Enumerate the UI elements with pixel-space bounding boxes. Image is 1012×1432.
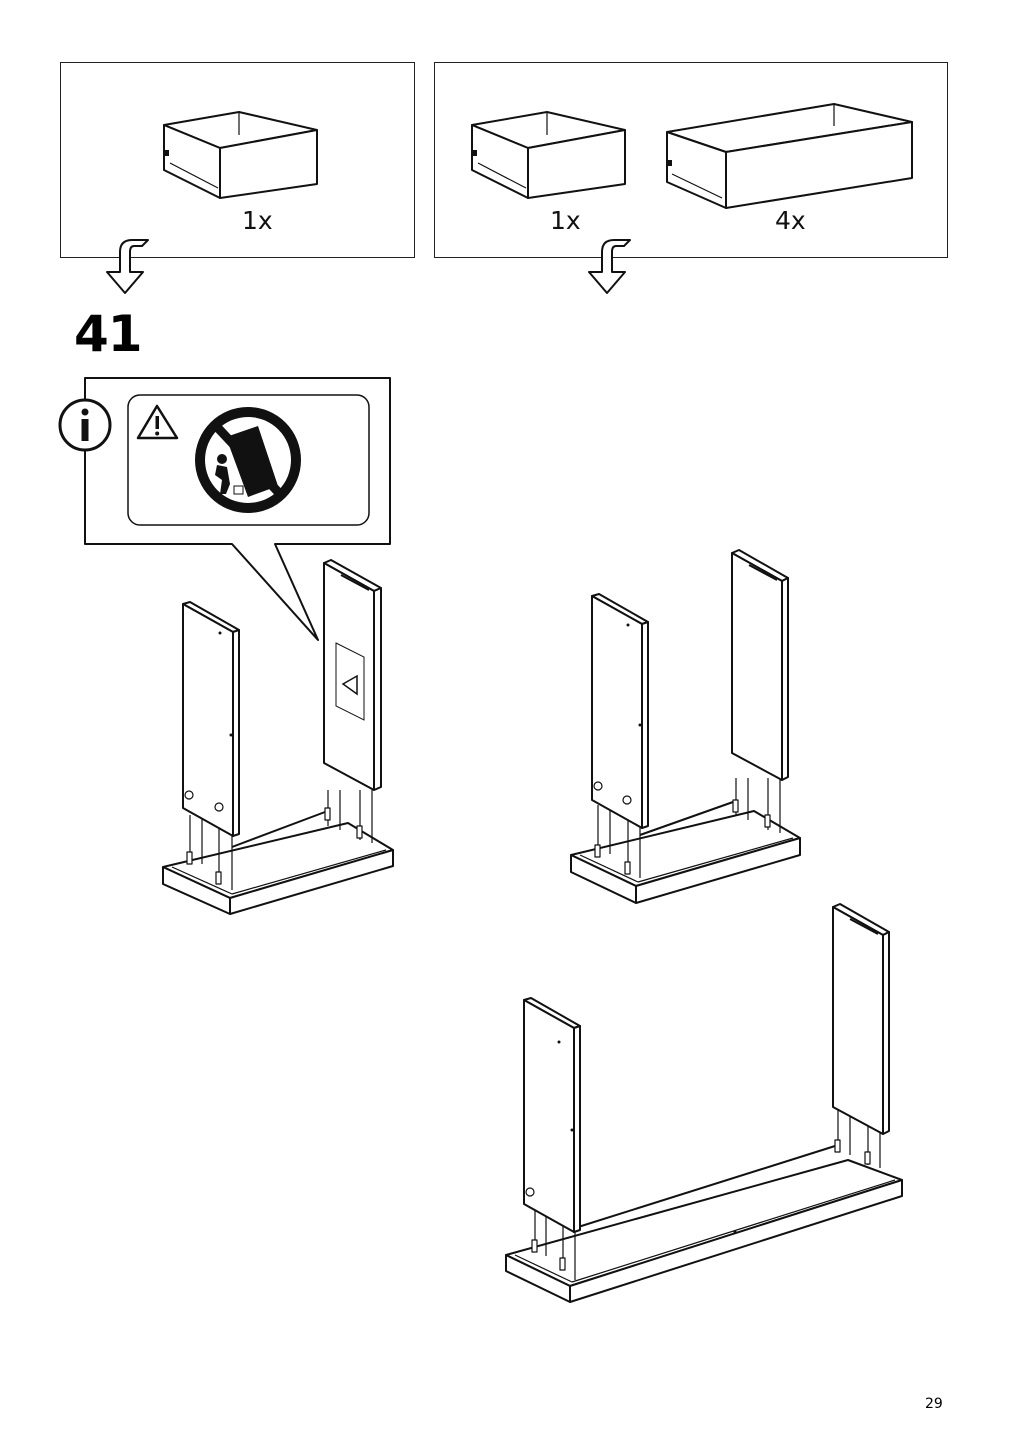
drawer-small-right [471,111,626,199]
quantity-left: 1x [242,206,273,235]
no-tip-over-icon [195,407,301,513]
step-number: 41 [74,305,143,363]
arrow-left [106,239,149,294]
drawer-wide-right [666,103,913,209]
drawer-small-left [163,111,318,199]
arrow-right [588,239,631,294]
quantity-right-wide: 4x [775,206,806,235]
quantity-right-small: 1x [550,206,581,235]
page-number: 29 [925,1396,943,1412]
warning-triangle-icon [136,404,179,440]
info-icon [58,398,112,452]
